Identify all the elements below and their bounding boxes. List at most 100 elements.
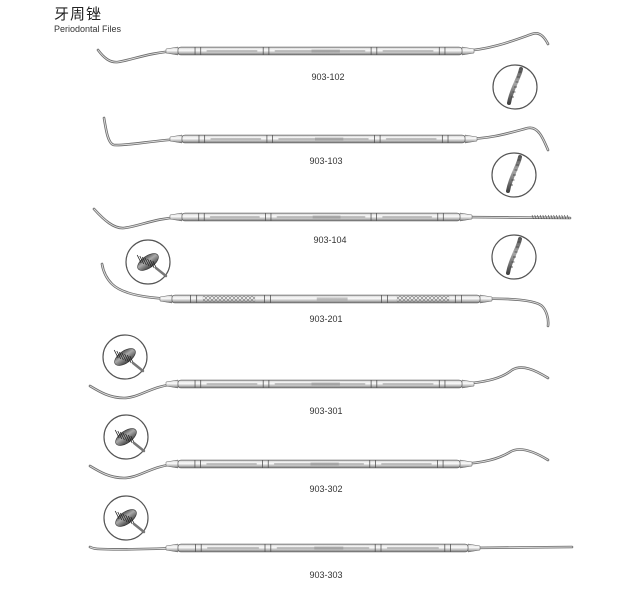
magnified-serration bbox=[139, 255, 145, 265]
knurled-grip bbox=[396, 296, 450, 302]
knurled-grip bbox=[202, 296, 256, 302]
engraving bbox=[310, 462, 339, 466]
engraving bbox=[312, 215, 341, 219]
engraving bbox=[311, 49, 340, 53]
working-tip-right-highlight bbox=[464, 127, 549, 151]
working-tip-right-highlight bbox=[461, 367, 549, 385]
magnified-serration bbox=[120, 431, 125, 441]
magnified-serration bbox=[117, 511, 123, 521]
handle-flute bbox=[206, 50, 258, 52]
magnified-shank bbox=[154, 266, 168, 278]
magnified-serration bbox=[136, 254, 142, 264]
handle-flute bbox=[209, 216, 260, 218]
shank-right bbox=[459, 459, 473, 469]
working-tip-left-highlight bbox=[103, 117, 183, 146]
magnified-serration bbox=[126, 354, 132, 364]
magnified-tip bbox=[506, 237, 522, 275]
working-tip-right-highlight bbox=[461, 32, 549, 52]
handle-flute bbox=[207, 547, 260, 549]
magnified-serration bbox=[119, 351, 124, 361]
shank-left bbox=[165, 379, 179, 389]
file-serration bbox=[537, 214, 540, 220]
shank-left bbox=[169, 134, 183, 144]
magnified-serration bbox=[149, 259, 155, 269]
magnified-blade bbox=[506, 237, 522, 275]
magnified-serration bbox=[127, 434, 133, 444]
product-code: 903-302 bbox=[309, 484, 342, 494]
working-tip-left-highlight bbox=[101, 263, 173, 300]
shank-left bbox=[165, 543, 179, 553]
shank-right bbox=[464, 134, 478, 144]
shank-right bbox=[461, 379, 475, 389]
shank-right bbox=[461, 46, 475, 56]
file-serration bbox=[531, 214, 534, 220]
shank-left bbox=[159, 294, 173, 304]
instrument-903-302: 903-302 bbox=[88, 414, 550, 494]
magnified-serration bbox=[127, 515, 133, 525]
product-code: 903-103 bbox=[309, 156, 342, 166]
handle-flute bbox=[382, 50, 434, 52]
working-tip-right bbox=[478, 297, 550, 328]
magnified-serration bbox=[116, 350, 122, 360]
handle-flute bbox=[206, 463, 257, 465]
handle-flute bbox=[206, 383, 258, 385]
shank-right bbox=[479, 294, 493, 304]
engraving bbox=[314, 546, 344, 550]
magnified-tip bbox=[507, 67, 523, 105]
shank-right bbox=[459, 212, 473, 222]
instrument-903-103: 903-103 bbox=[102, 116, 550, 198]
magnified-shank bbox=[132, 441, 146, 453]
handle-flute bbox=[382, 216, 433, 218]
magnified-serration bbox=[142, 256, 147, 266]
file-serration bbox=[547, 214, 550, 220]
magnified-serration bbox=[124, 353, 129, 363]
product-code: 903-104 bbox=[313, 235, 346, 245]
working-tip-left-highlight bbox=[89, 463, 179, 479]
working-tip-left-highlight bbox=[97, 49, 179, 63]
product-code: 903-301 bbox=[309, 406, 342, 416]
working-tip-right bbox=[458, 448, 550, 466]
instrument-903-303: 903-303 bbox=[88, 495, 574, 580]
magnified-serration bbox=[117, 430, 123, 440]
shank-right bbox=[467, 543, 481, 553]
file-serration bbox=[561, 214, 564, 220]
file-serration bbox=[553, 214, 556, 220]
working-tip-right-highlight bbox=[459, 449, 549, 465]
product-code: 903-102 bbox=[311, 72, 344, 82]
title-english: Periodontal Files bbox=[54, 24, 122, 34]
magnified-tip bbox=[506, 155, 522, 193]
handle-flute bbox=[210, 138, 262, 140]
product-code: 903-201 bbox=[309, 314, 342, 324]
handle-flute bbox=[385, 138, 437, 140]
engraving bbox=[316, 297, 348, 301]
product-code: 903-303 bbox=[309, 570, 342, 580]
magnified-tip bbox=[113, 348, 145, 373]
instrument-903-102: 903-102 bbox=[96, 32, 550, 110]
instrument-903-201: 903-201 bbox=[100, 239, 550, 328]
engraving bbox=[311, 382, 340, 386]
file-serration bbox=[558, 214, 561, 220]
shank-left bbox=[165, 46, 179, 56]
file-serration bbox=[539, 214, 542, 220]
magnified-serration bbox=[122, 513, 128, 523]
catalog-header: 牙周锉 Periodontal Files bbox=[54, 6, 121, 35]
magnified-serration bbox=[147, 258, 152, 268]
magnified-serration bbox=[125, 514, 130, 524]
working-tip-left-highlight bbox=[93, 208, 183, 229]
magnified-serration bbox=[121, 352, 127, 362]
shank-left bbox=[165, 459, 179, 469]
magnified-serration bbox=[113, 349, 119, 359]
magnified-blade bbox=[506, 155, 522, 193]
file-serration bbox=[556, 214, 559, 220]
file-serration bbox=[566, 214, 569, 220]
magnified-serration bbox=[122, 432, 128, 442]
magnified-serration bbox=[125, 433, 130, 443]
instrument-903-104: 903-104 bbox=[92, 207, 572, 280]
handle-flute bbox=[382, 383, 434, 385]
magnified-tip bbox=[136, 253, 168, 278]
engraving bbox=[315, 137, 344, 141]
title-chinese: 牙周锉 bbox=[54, 6, 103, 23]
file-serration bbox=[542, 214, 545, 220]
shank-left bbox=[169, 212, 183, 222]
